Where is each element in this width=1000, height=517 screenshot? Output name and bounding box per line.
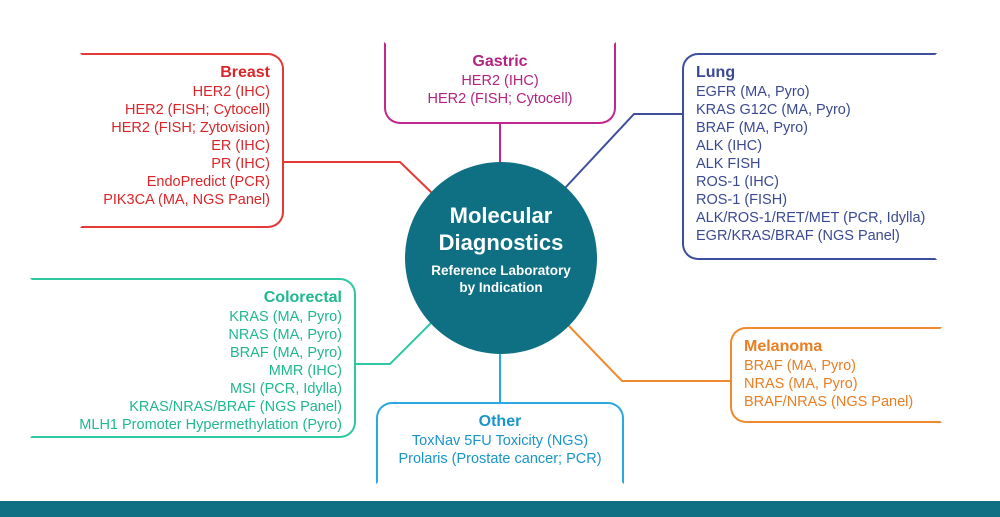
breast-item: HER2 (IHC) bbox=[192, 84, 270, 100]
colorectal-item: MSI (PCR, Idylla) bbox=[230, 381, 342, 397]
lung-item: KRAS G12C (MA, Pyro) bbox=[696, 102, 851, 118]
center-title-line1: Molecular bbox=[449, 203, 553, 228]
melanoma-item: BRAF/NRAS (NGS Panel) bbox=[744, 394, 914, 410]
center-title-line2: Diagnostics bbox=[438, 230, 564, 255]
breast-item: EndoPredict (PCR) bbox=[146, 174, 270, 190]
melanoma-title: Melanoma bbox=[744, 338, 823, 355]
gastric-title: Gastric bbox=[472, 53, 528, 70]
lung-item: EGR/KRAS/BRAF (NGS Panel) bbox=[696, 228, 900, 244]
colorectal-item: BRAF (MA, Pyro) bbox=[230, 345, 342, 361]
melanoma-box: Melanoma BRAF (MA, Pyro) NRAS (MA, Pyro)… bbox=[730, 327, 942, 423]
breast-item: PIK3CA (MA, NGS Panel) bbox=[103, 192, 270, 208]
lung-item: ROS-1 (FISH) bbox=[696, 192, 788, 208]
connector-breast bbox=[284, 161, 433, 194]
breast-box: Breast HER2 (IHC) HER2 (FISH; Cytocell) … bbox=[80, 53, 284, 228]
lung-item: ALK (IHC) bbox=[696, 138, 763, 154]
colorectal-title: Colorectal bbox=[263, 289, 342, 306]
breast-title: Breast bbox=[220, 64, 270, 81]
colorectal-item: NRAS (MA, Pyro) bbox=[228, 327, 342, 343]
center-subtitle-line2: by Indication bbox=[459, 280, 543, 295]
colorectal-item: MLH1 Promoter Hypermethylation (Pyro) bbox=[79, 417, 342, 433]
colorectal-item: KRAS/NRAS/BRAF (NGS Panel) bbox=[129, 399, 342, 415]
other-box: Other ToxNav 5FU Toxicity (NGS) Prolaris… bbox=[376, 402, 624, 484]
lung-item: EGFR (MA, Pyro) bbox=[696, 84, 810, 100]
breast-item: PR (IHC) bbox=[211, 156, 270, 172]
center-hub: Molecular Diagnostics Reference Laborato… bbox=[405, 162, 597, 354]
gastric-box: Gastric HER2 (IHC) HER2 (FISH; Cytocell) bbox=[384, 42, 616, 124]
other-item: ToxNav 5FU Toxicity (NGS) bbox=[411, 433, 589, 449]
melanoma-item: BRAF (MA, Pyro) bbox=[744, 358, 856, 374]
connector-lung bbox=[564, 113, 682, 189]
colorectal-item: MMR (IHC) bbox=[268, 363, 342, 379]
center-subtitle-line1: Reference Laboratory bbox=[431, 263, 571, 278]
other-item: Prolaris (Prostate cancer; PCR) bbox=[398, 451, 602, 467]
lung-box: Lung EGFR (MA, Pyro) KRAS G12C (MA, Pyro… bbox=[682, 53, 937, 260]
lung-title: Lung bbox=[696, 64, 736, 81]
lung-item: ROS-1 (IHC) bbox=[696, 174, 779, 190]
colorectal-box: Colorectal KRAS (MA, Pyro) NRAS (MA, Pyr… bbox=[30, 278, 356, 438]
connector-colorectal bbox=[356, 321, 433, 365]
lung-item: BRAF (MA, Pyro) bbox=[696, 120, 808, 136]
breast-item: HER2 (FISH; Zytovision) bbox=[111, 120, 270, 136]
melanoma-item: NRAS (MA, Pyro) bbox=[744, 376, 858, 392]
connector-melanoma bbox=[567, 324, 730, 382]
colorectal-item: KRAS (MA, Pyro) bbox=[229, 309, 342, 325]
gastric-item: HER2 (FISH; Cytocell) bbox=[427, 91, 573, 107]
footer-bar bbox=[0, 501, 1000, 517]
breast-item: HER2 (FISH; Cytocell) bbox=[124, 102, 270, 118]
other-title: Other bbox=[478, 413, 522, 430]
lung-item: ALK/ROS-1/RET/MET (PCR, Idylla) bbox=[696, 210, 926, 226]
breast-item: ER (IHC) bbox=[211, 138, 270, 154]
lung-item: ALK FISH bbox=[696, 156, 761, 172]
gastric-item: HER2 (IHC) bbox=[461, 73, 539, 89]
